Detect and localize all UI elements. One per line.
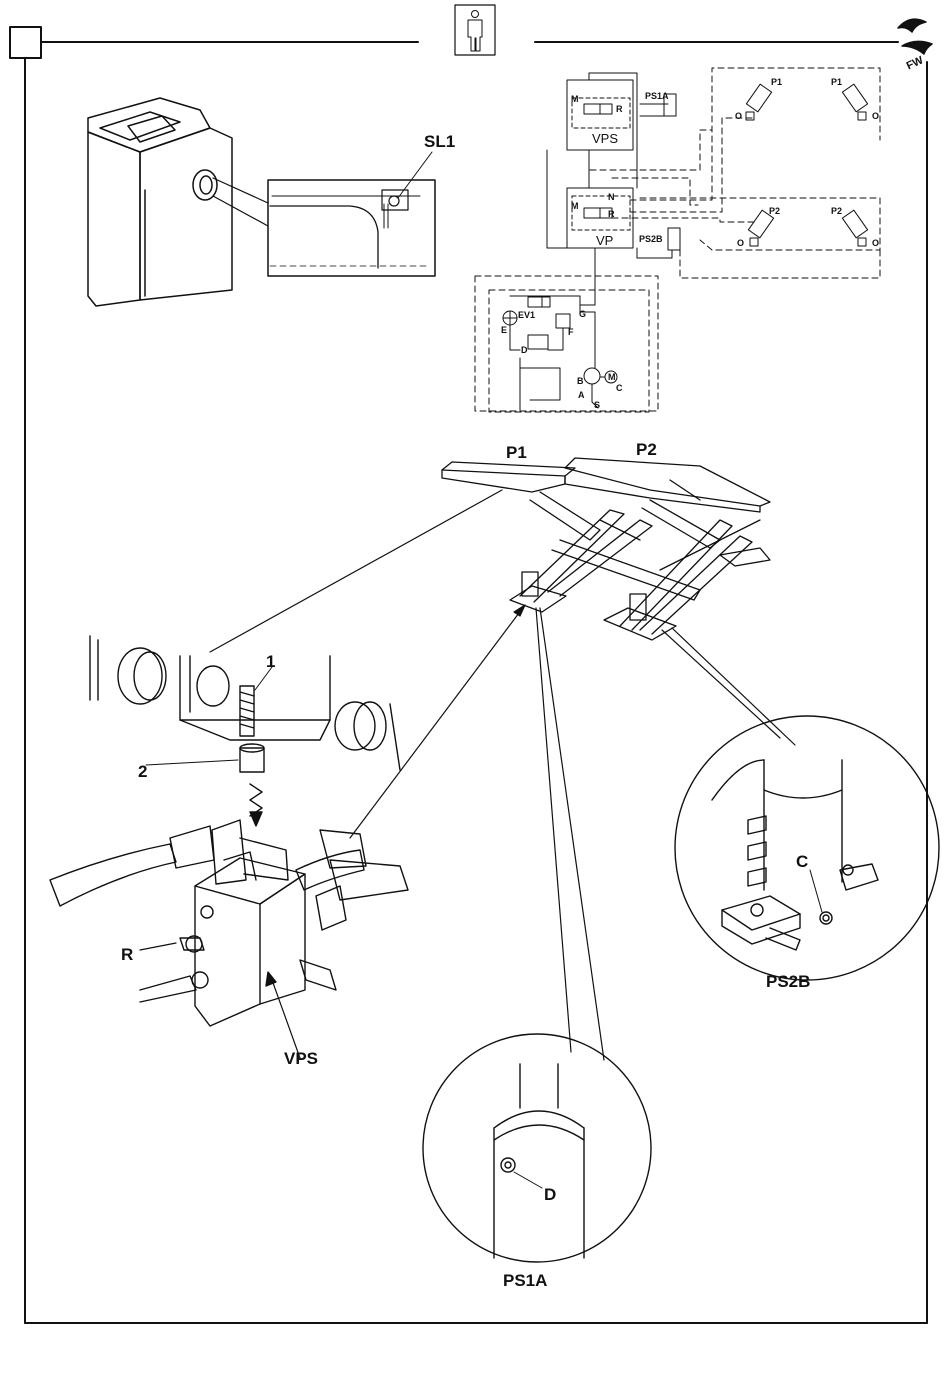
schem-o2: O: [872, 112, 879, 121]
p2-label: P2: [636, 441, 657, 458]
schem-ev1: EV1: [518, 311, 535, 320]
schem-vps: VPS: [592, 132, 618, 145]
vps-label: VPS: [284, 1050, 318, 1067]
schem-p2-right: P2: [831, 207, 842, 216]
schem-b: B: [577, 377, 584, 386]
c-label: C: [796, 853, 808, 870]
schem-o4: O: [872, 239, 879, 248]
ps1a-label: PS1A: [503, 1272, 547, 1289]
schem-p1-left: P1: [771, 78, 782, 87]
schem-r-top: R: [616, 105, 623, 114]
hydraulic-schematic: [475, 68, 880, 412]
sl1-label: SL1: [424, 133, 455, 150]
ps1a-detail-circle: [423, 1034, 651, 1262]
schem-vp: VP: [596, 234, 613, 247]
schem-m-motor: M: [608, 373, 616, 382]
sl1-detail-panel: [268, 152, 435, 276]
schem-r-mid: R: [608, 210, 615, 219]
schem-a: A: [578, 391, 585, 400]
ps2b-label: PS2B: [766, 973, 810, 990]
schem-ps1a: PS1A: [645, 92, 669, 101]
p1-label: P1: [506, 444, 527, 461]
leader-lines: [210, 490, 795, 1060]
page-frame: [10, 27, 927, 1323]
svg-text:FW: FW: [905, 54, 926, 72]
callout-2: 2: [138, 763, 147, 780]
schem-n-mid: N: [608, 193, 615, 202]
schem-c: C: [616, 384, 623, 393]
scissor-lift: [442, 458, 770, 640]
ps2b-detail-circle: [675, 716, 939, 980]
schem-p1-right: P1: [831, 78, 842, 87]
schem-p2-left: P2: [769, 207, 780, 216]
d-label: D: [544, 1186, 556, 1203]
control-cabinet: [88, 98, 268, 306]
schem-e: E: [501, 326, 507, 335]
schem-m-mid: M: [571, 202, 579, 211]
schem-o3: O: [737, 239, 744, 248]
schem-o1: O: [735, 112, 742, 121]
schem-s: S: [594, 401, 600, 410]
schem-f: F: [568, 328, 574, 337]
cylinder-base-detail: [90, 636, 400, 826]
schem-ps2b: PS2B: [639, 235, 663, 244]
vps-valve-assembly: [50, 820, 408, 1058]
schem-g: G: [579, 310, 586, 319]
person-standing-icon: [455, 5, 495, 55]
callout-1: 1: [266, 653, 275, 670]
schem-m-top: M: [571, 95, 579, 104]
schem-d: D: [521, 346, 528, 355]
r-label: R: [121, 946, 133, 963]
